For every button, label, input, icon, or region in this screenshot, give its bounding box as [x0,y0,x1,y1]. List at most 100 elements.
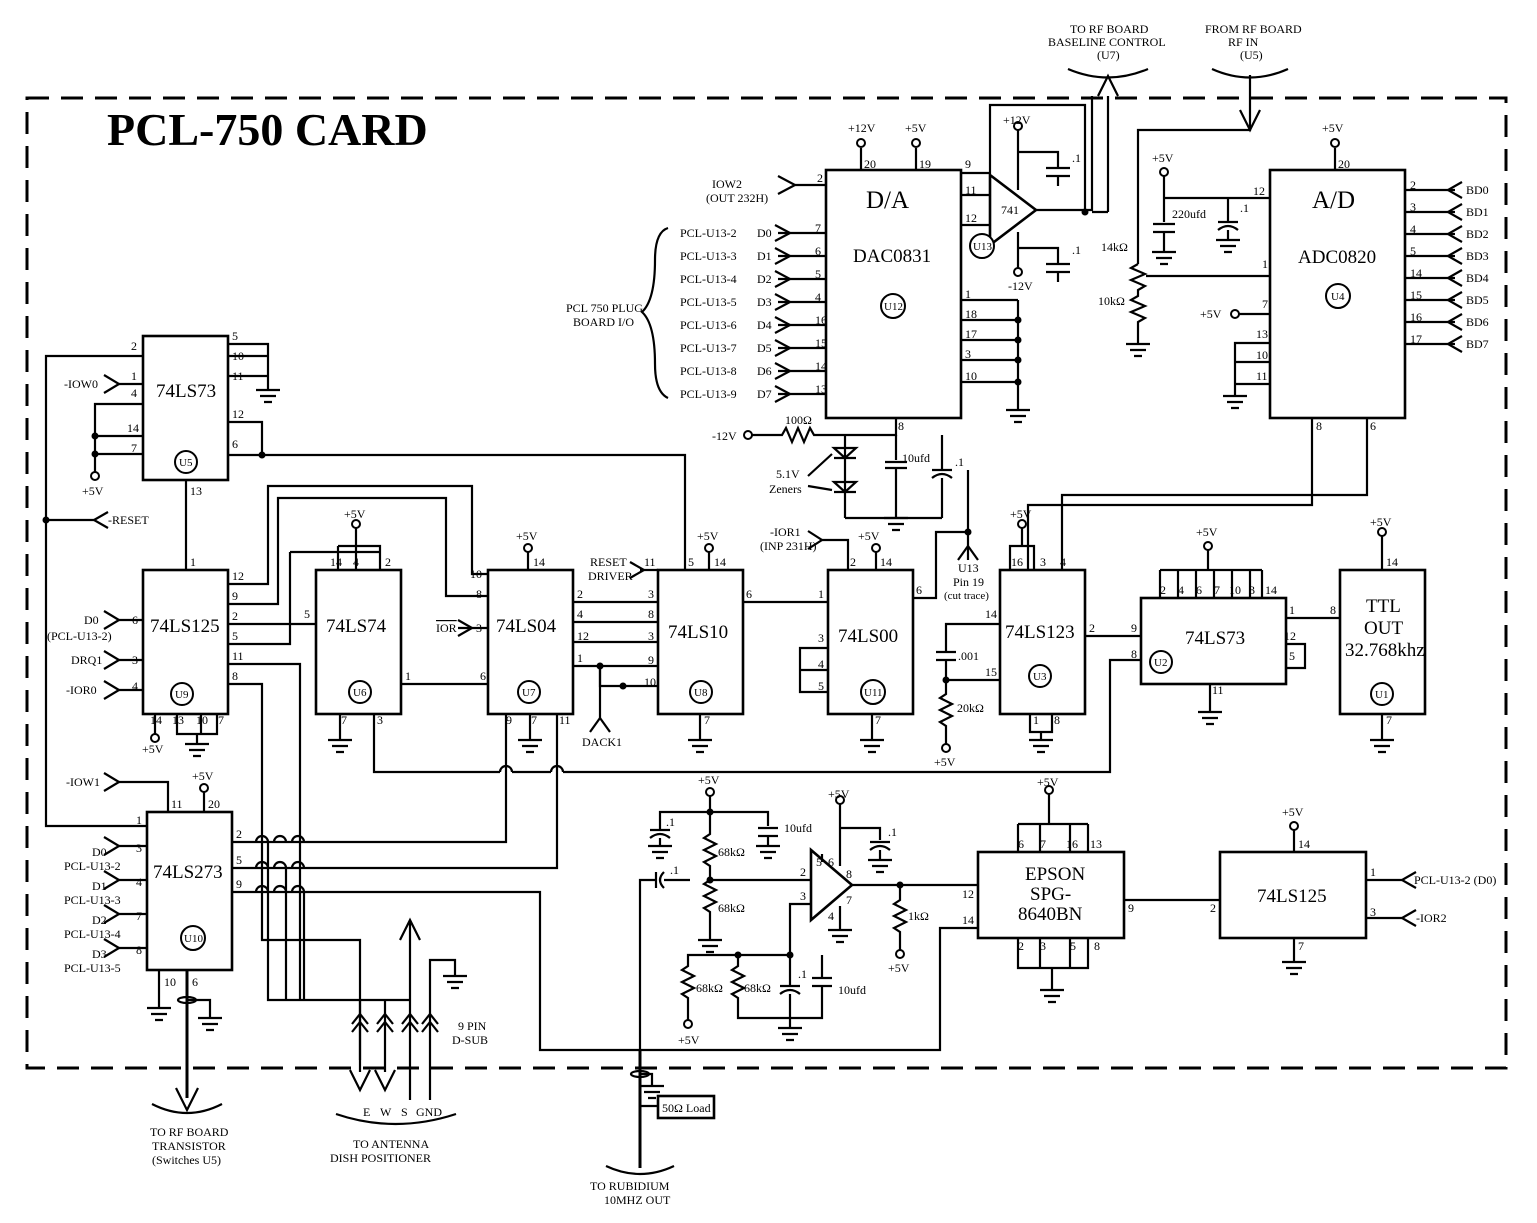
ior1-wire [820,538,850,570]
dac-input-sig-label: D6 [757,364,772,378]
u10-5v-terminal [199,783,209,793]
u10-input-pin-label: 4 [136,875,142,889]
reset-driver-arrow [629,561,647,579]
u2-5v-label: +5V [1196,525,1218,539]
u6-pin4: 4 [353,555,359,569]
r20k-label: 20kΩ [957,701,984,715]
dac-input-src-label: PCL-U13-3 [680,249,737,263]
dac-pin9: 9 [965,157,971,171]
adc-output-sig-label: BD4 [1466,271,1489,285]
u7-pin10: 10 [470,567,482,581]
adc-cap-5v-label: +5V [1152,151,1174,165]
u5-pin2: 2 [131,339,137,353]
ttl-label-2: OUT [1364,618,1403,639]
u5-pin5: 5 [232,329,238,343]
epson-pin13: 13 [1090,837,1102,851]
junction-dot [942,676,950,684]
dac-input-pin-label: 5 [815,267,821,281]
ttl-label-3: 32.768khz [1345,640,1425,661]
ground-symbol [884,516,908,532]
adc-output-pin-label: 17 [1410,332,1422,346]
u5-ref-circle [174,450,198,474]
adc-ref-c01-label: .1 [1240,201,1249,215]
u2-pin10: 10 [1229,583,1241,597]
u6-ref-circle [348,680,372,704]
u13-pin19-label-2: Pin 19 [953,575,984,589]
iow0-arrow [103,374,122,394]
u9-input-wires [118,618,143,692]
u10-pin11: 11 [171,797,183,811]
ground-symbol [518,738,542,754]
u125b-5v-label: +5V [1282,805,1304,819]
dac-pin8: 8 [898,419,904,433]
u9-pin8: 8 [232,669,238,683]
epson-pin2: 2 [1018,939,1024,953]
u9-5v-terminal [150,733,160,743]
u11-part-label: 74LS00 [838,626,898,647]
u13-pin19-label-1: U13 [958,561,979,575]
iow1-arrow [103,772,122,792]
u9-pin9-wire [228,496,488,606]
u2-pin6: 6 [1196,583,1202,597]
epson-pin6: 6 [1018,837,1024,851]
osc-pin2: 2 [800,865,806,879]
to-rf-baseline-1: TO RF BOARD [1070,22,1149,36]
u7-pin2: 2 [577,587,583,601]
dac-input-src-label: PCL-U13-8 [680,364,737,378]
comp-power [838,804,891,866]
rf-transistor-bracket [151,1103,223,1114]
load-label: 50Ω Load [662,1101,711,1115]
u2-part-label: 74LS73 [1185,628,1245,649]
adc-part-label: ADC0820 [1298,247,1376,268]
u10-input-labels: D0PCL-U13-23D1PCL-U13-34D2PCL-U13-47D3PC… [64,841,142,975]
u8-5v-terminal [704,543,714,553]
adc-cap-5v-terminal [1159,167,1169,177]
u10-pin5: 5 [236,853,242,867]
u6-5v-terminal [351,519,361,529]
r10k-label: 10kΩ [1098,294,1125,308]
u7-ref-label: U7 [522,687,536,699]
zener-pointer [807,453,833,492]
op741-cap-top [1018,150,1070,186]
epson-pin8: 8 [1094,939,1100,953]
u6-pin14: 14 [330,555,342,569]
u125b-pin14: 14 [1298,837,1310,851]
u8-pin10: 10 [644,675,656,689]
adc-pin13: 13 [1256,327,1268,341]
u11-out-wire [913,530,968,600]
u10-ref-circle [180,925,206,951]
osc-5v-label: +5V [698,773,720,787]
dac-pin2: 2 [817,171,823,185]
u8-pin9: 9 [648,653,654,667]
u2-loop-wire [1286,642,1307,670]
antenna-e-label: E [363,1105,370,1119]
epson-pin7: 7 [1040,837,1046,851]
plug-board-brace [640,226,669,399]
r1k-5v-label: +5V [888,961,910,975]
u10-input-pin-label: 7 [136,909,142,923]
dac-input-src-label: PCL-U13-6 [680,318,737,332]
ground-symbol [198,1016,222,1032]
dsub-label-2: D-SUB [452,1033,488,1047]
junction-dot [619,682,627,690]
r68k-d-label: 68kΩ [744,981,771,995]
from-rf-in-2: RF IN [1228,35,1259,49]
adc-output-pin-label: 4 [1410,222,1416,236]
antenna-bus-wires [266,842,410,1002]
u2-5v-terminal [1203,541,1213,551]
u3-74ls123-chip [998,568,1087,716]
dack1-label: DACK1 [582,735,622,749]
r68k-c-label: 68kΩ [696,981,723,995]
u3-pin14: 14 [985,607,997,621]
u11-pin7: 7 [875,713,881,727]
dac-5v-terminal [911,138,921,148]
u11-pin1: 1 [818,587,824,601]
ior2-label: -IOR2 [1416,911,1447,925]
u3-ref-label: U3 [1033,671,1047,683]
u9-pin8-wire [228,682,362,1060]
r1k-label: 1kΩ [908,909,929,923]
u3-ref-circle [1028,664,1052,688]
ground-symbol [328,738,352,754]
adc-pin10: 10 [1256,348,1268,362]
